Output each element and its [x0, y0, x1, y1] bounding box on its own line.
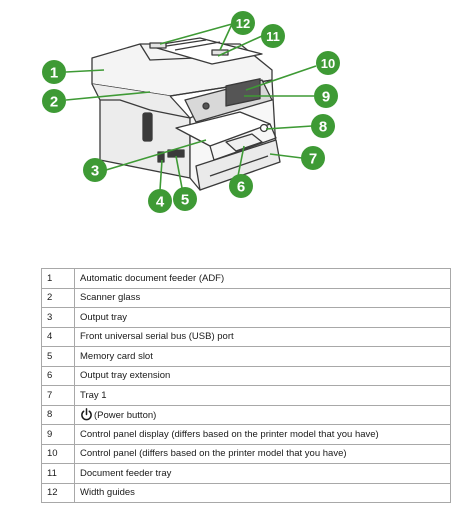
- part-number: 3: [41, 307, 75, 328]
- part-number: 10: [41, 443, 75, 464]
- part-description: Control panel (differs based on the prin…: [74, 443, 451, 464]
- part-description: (Power button): [74, 404, 451, 425]
- callout-10: 10: [316, 51, 340, 75]
- svg-text:3: 3: [91, 163, 99, 180]
- power-icon: [81, 408, 92, 421]
- svg-text:6: 6: [237, 179, 245, 196]
- part-description: Front universal serial bus (USB) port: [74, 326, 451, 347]
- svg-text:8: 8: [319, 119, 327, 136]
- callout-4: 4: [148, 189, 172, 213]
- part-description: Memory card slot: [74, 346, 451, 367]
- part-description: Output tray extension: [74, 365, 451, 386]
- svg-text:4: 4: [156, 194, 165, 211]
- part-description: Document feeder tray: [74, 463, 451, 484]
- svg-text:7: 7: [309, 151, 317, 168]
- part-number: 1: [41, 268, 75, 289]
- svg-text:1: 1: [50, 65, 58, 82]
- svg-text:9: 9: [322, 89, 330, 106]
- svg-text:10: 10: [321, 56, 335, 71]
- part-description: Tray 1: [74, 385, 451, 406]
- power-button-label: (Power button): [94, 410, 157, 422]
- part-number: 8: [41, 404, 75, 425]
- printer-illustration: [91, 37, 281, 191]
- callout-8: 8: [311, 114, 335, 138]
- callout-12: 12: [231, 11, 255, 35]
- printer-diagram: 1 2 3 4 5 6 7 8 9 10 11 12: [42, 11, 340, 213]
- part-number: 4: [41, 326, 75, 347]
- svg-text:2: 2: [50, 94, 58, 111]
- part-description: Scanner glass: [74, 287, 451, 308]
- part-description: Automatic document feeder (ADF): [74, 268, 451, 289]
- part-number: 5: [41, 346, 75, 367]
- table-row: 8 (Power button): [41, 404, 451, 425]
- part-number: 2: [41, 287, 75, 308]
- callout-11: 11: [261, 24, 285, 48]
- part-number: 11: [41, 463, 75, 484]
- callout-6: 6: [229, 174, 253, 198]
- callout-markers: 1 2 3 4 5 6 7 8 9 10 11 12: [42, 11, 340, 213]
- part-number: 12: [41, 482, 75, 503]
- part-number: 6: [41, 365, 75, 386]
- part-number: 9: [41, 424, 75, 445]
- callout-leader-lines: [65, 23, 317, 191]
- callout-1: 1: [42, 60, 66, 84]
- callout-9: 9: [314, 84, 338, 108]
- part-description: Width guides: [74, 482, 451, 503]
- svg-text:11: 11: [266, 29, 280, 44]
- callout-7: 7: [301, 146, 325, 170]
- callout-3: 3: [83, 158, 107, 182]
- svg-text:12: 12: [236, 16, 250, 31]
- part-description: Output tray: [74, 307, 451, 328]
- callout-5: 5: [173, 187, 197, 211]
- callout-2: 2: [42, 89, 66, 113]
- part-number: 7: [41, 385, 75, 406]
- svg-text:5: 5: [181, 192, 189, 209]
- part-description: Control panel display (differs based on …: [74, 424, 451, 445]
